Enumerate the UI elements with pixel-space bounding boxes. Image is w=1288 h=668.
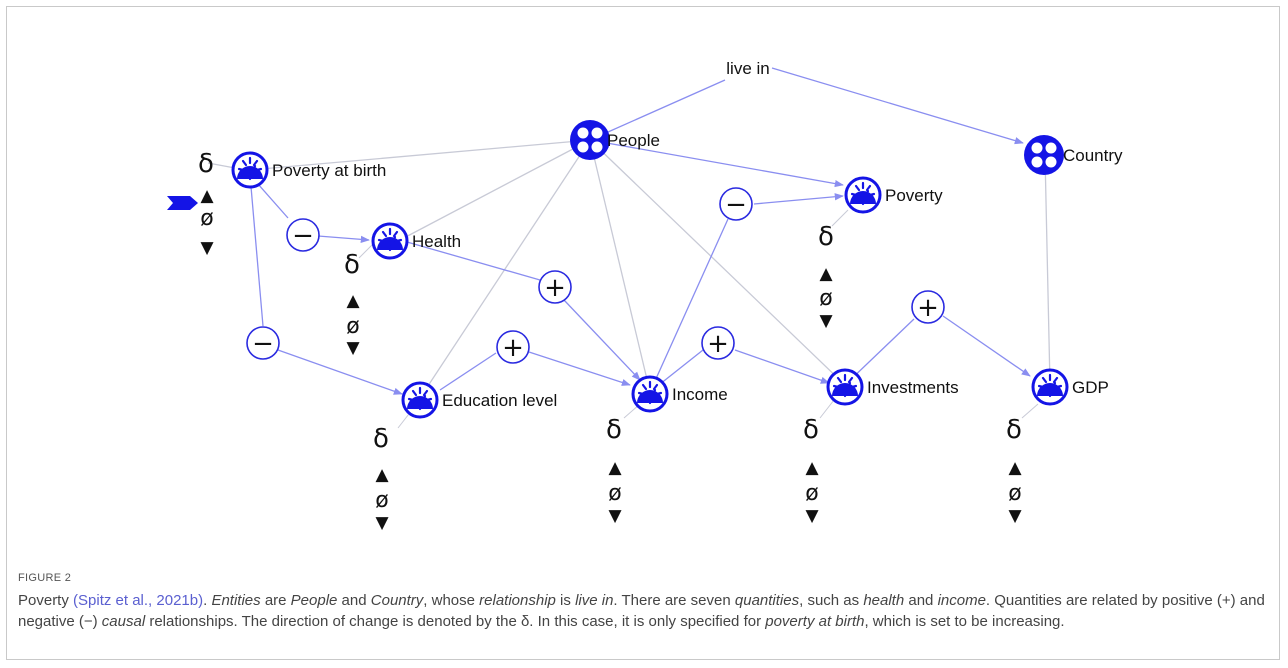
- entity-label: People: [607, 131, 660, 150]
- svg-text:ø: ø: [819, 286, 832, 311]
- svg-text:▲: ▲: [200, 186, 214, 206]
- svg-text:δ: δ: [373, 424, 389, 454]
- svg-text:ø: ø: [1008, 481, 1021, 506]
- quantity-label: Poverty: [885, 186, 943, 205]
- svg-text:▲: ▲: [375, 465, 389, 485]
- entity-country[interactable]: Country: [1024, 135, 1123, 175]
- entity-people[interactable]: People: [570, 120, 660, 160]
- quantity-health[interactable]: Health: [371, 222, 461, 260]
- causal-sign-negative: −: [725, 190, 747, 220]
- derivative-poverty: δ ▲ ø ▼: [818, 222, 834, 331]
- derivative-gdp: δ ▲ ø ▼: [1006, 415, 1022, 526]
- svg-text:ø: ø: [608, 481, 621, 506]
- quantity-label: Income: [672, 385, 728, 404]
- causal-sign-negative: −: [292, 221, 314, 251]
- svg-text:ø: ø: [200, 206, 213, 231]
- quantity-label: Health: [412, 232, 461, 251]
- svg-text:▼: ▼: [819, 311, 833, 331]
- svg-text:▲: ▲: [819, 264, 833, 284]
- svg-text:▼: ▼: [346, 338, 360, 358]
- quantity-income[interactable]: Income: [631, 375, 728, 413]
- increasing-marker-icon: [167, 196, 198, 210]
- svg-text:δ: δ: [803, 415, 819, 445]
- causal-sign-positive: +: [502, 333, 524, 363]
- relationship-label: live in: [726, 59, 769, 78]
- quantity-poverty[interactable]: Poverty: [844, 176, 943, 214]
- figure-frame: [6, 6, 1280, 660]
- svg-text:▼: ▼: [608, 506, 622, 526]
- figure-caption: Poverty (Spitz et al., 2021b). Entities …: [18, 592, 1265, 630]
- relationship-arrows: [589, 67, 1024, 188]
- entity-label: Country: [1063, 146, 1123, 165]
- quantity-gdp[interactable]: GDP: [1031, 368, 1109, 406]
- svg-text:▲: ▲: [608, 458, 622, 478]
- quantity-label: GDP: [1072, 378, 1109, 397]
- svg-text:▲: ▲: [1008, 458, 1022, 478]
- svg-text:▼: ▼: [1008, 506, 1022, 526]
- sign-symbols: − − + + − + +: [252, 190, 939, 363]
- derivative-education-level: δ ▲ ø ▼: [373, 424, 389, 533]
- svg-text:ø: ø: [375, 488, 388, 513]
- quantity-label: Education level: [442, 391, 557, 410]
- derivative-indicators: δ ▲ ø ▼ δ ▲ ø ▼ δ ▲ ø ▼ δ ▲ ø ▼ δ ▲ ø ▼: [198, 149, 1022, 533]
- svg-text:δ: δ: [198, 149, 214, 179]
- svg-text:δ: δ: [818, 222, 834, 252]
- svg-text:δ: δ: [344, 250, 360, 280]
- causal-diagram: live in People Country Poverty at birth …: [167, 59, 1123, 533]
- derivative-poverty-at-birth: δ ▲ ø ▼: [198, 149, 214, 258]
- quantity-label: Poverty at birth: [272, 161, 386, 180]
- svg-text:▲: ▲: [346, 291, 360, 311]
- citation-link[interactable]: (Spitz et al., 2021b): [73, 592, 204, 609]
- svg-text:▲: ▲: [805, 458, 819, 478]
- causal-sign-positive: +: [544, 273, 566, 303]
- causal-sign-negative: −: [252, 329, 274, 359]
- quantity-education-level[interactable]: Education level: [401, 381, 557, 419]
- derivative-health: δ ▲ ø ▼: [344, 250, 360, 358]
- causal-arrows: [249, 174, 1031, 395]
- sign-circles: [246, 187, 945, 364]
- quantity-investments[interactable]: Investments: [826, 368, 959, 406]
- svg-text:▼: ▼: [805, 506, 819, 526]
- figure-label: FIGURE 2: [18, 572, 72, 584]
- svg-text:ø: ø: [805, 481, 818, 506]
- quantity-poverty-at-birth[interactable]: Poverty at birth: [231, 151, 386, 189]
- causal-sign-positive: +: [917, 293, 939, 323]
- causal-sign-positive: +: [707, 329, 729, 359]
- quantity-label: Investments: [867, 378, 959, 397]
- svg-text:▼: ▼: [200, 238, 214, 258]
- svg-text:▼: ▼: [375, 513, 389, 533]
- structure-lines: [207, 139, 1051, 399]
- derivative-income: δ ▲ ø ▼: [606, 415, 622, 526]
- svg-text:δ: δ: [606, 415, 622, 445]
- svg-text:δ: δ: [1006, 415, 1022, 445]
- derivative-investments: δ ▲ ø ▼: [803, 415, 819, 526]
- svg-text:ø: ø: [346, 314, 359, 339]
